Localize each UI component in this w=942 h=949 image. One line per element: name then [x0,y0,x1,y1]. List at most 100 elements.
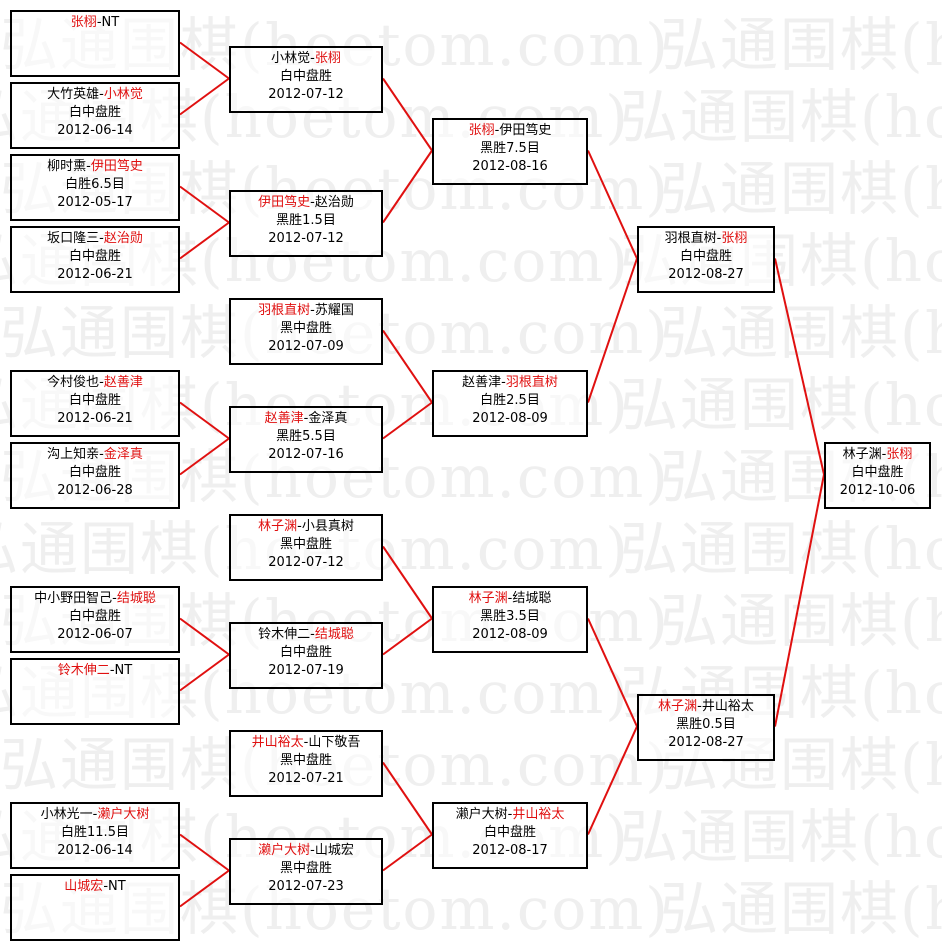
bracket-connector [587,150,638,259]
player-1: 林子渊 [842,447,882,462]
match-result: 黑中盘胜 [279,753,332,768]
player-1: 井山裕太 [251,735,304,750]
match-date: 2012-07-12 [268,87,344,102]
match-result: 黑中盘胜 [279,537,332,552]
match-date: 2012-08-16 [472,159,548,174]
separator: - [494,123,500,138]
match-date: 2012-06-21 [57,411,133,426]
separator: - [92,807,98,822]
player-2: 小林觉 [103,87,143,102]
match-date: 2012-07-12 [268,555,344,570]
player-1: 沟上知亲 [47,447,100,462]
match-date: 2012-07-12 [268,231,344,246]
match-players: 濑户大树-井山裕太 [434,806,586,824]
match-players: 铃木伸二-结城聪 [231,626,381,644]
match-players: 赵善津-羽根直树 [434,374,586,392]
match-result: 白中盘胜 [68,249,121,264]
match-players: 林子渊-小县真树 [231,518,381,536]
match-players: 井山裕太-山下敬吾 [231,734,381,752]
match-players: 沟上知亲-金泽真 [12,446,178,464]
match-players: 铃木伸二-NT [12,662,178,680]
bracket-connector [774,474,825,727]
match-players: 小林光一-濑户大树 [12,806,178,824]
match-date: 2012-08-27 [668,735,744,750]
player-1: 张栩 [70,15,97,30]
player-2: 金泽真 [103,447,143,462]
match-box[interactable]: 山城宏-NT [10,874,180,941]
match-players: 赵善津-金泽真 [231,410,381,428]
match-result: 白中盘胜 [279,69,332,84]
match-box[interactable]: 铃木伸二-NT [10,658,180,725]
bracket-connector [382,617,433,656]
match-date: 2012-08-27 [668,267,744,282]
match-date: 2012-06-07 [57,627,133,642]
player-2: 金泽真 [308,411,348,426]
match-players: 伊田笃史-赵治勋 [231,194,381,212]
match-result: 白中盘胜 [279,645,332,660]
bracket-connector [382,761,433,836]
match-result: 白胜11.5目 [61,825,129,840]
match-box[interactable]: 林子渊-小县真树黑中盘胜 2012-07-12 [229,514,383,581]
player-2: 结城聪 [116,591,156,606]
match-box[interactable]: 羽根直树-张栩白中盘胜 2012-08-27 [637,226,775,293]
player-1: 羽根直树 [258,303,311,318]
player-1: 林子渊 [658,699,698,714]
match-players: 羽根直树-张栩 [639,230,773,248]
match-players: 张栩-NT [12,14,178,32]
match-result: 白胜6.5目 [65,177,125,192]
bracket-connector [587,726,638,835]
match-result: 白中盘胜 [68,609,121,624]
player-1: 张栩 [468,123,495,138]
bracket-connector [179,437,230,476]
separator: - [310,843,315,858]
player-2: 山城宏 [314,843,354,858]
bracket-connector [179,221,230,260]
match-players: 张栩-伊田笃史 [434,122,586,140]
player-2: 山下敬吾 [308,735,361,750]
match-date: 2012-06-14 [57,123,133,138]
match-result: 白中盘胜 [851,465,904,480]
player-2: 张栩 [721,231,748,246]
separator: - [507,591,513,606]
separator: - [310,51,315,66]
match-players: 小林觉-张栩 [231,50,381,68]
player-2: 伊田笃史 [90,159,143,174]
separator: - [310,195,315,210]
player-1: 铃木伸二 [57,663,110,678]
player-2: 羽根直树 [505,375,558,390]
bracket-connector [179,41,230,80]
match-result: 白中盘胜 [679,249,732,264]
player-1: 林子渊 [468,591,508,606]
match-box[interactable]: 小林觉-张栩白中盘胜 2012-07-12 [229,46,383,113]
match-result: 黑胜5.5目 [276,429,336,444]
player-1: 赵善津 [264,411,304,426]
match-box[interactable]: 张栩-NT [10,10,180,77]
separator: - [96,15,102,30]
match-result: 白中盘胜 [68,393,121,408]
match-players: 林子渊-井山裕太 [639,698,773,716]
player-2: 井山裕太 [701,699,754,714]
player-2: 结城聪 [512,591,552,606]
player-2: 小县真树 [301,519,354,534]
separator: - [86,159,91,174]
player-1: 大竹英雄 [47,87,100,102]
